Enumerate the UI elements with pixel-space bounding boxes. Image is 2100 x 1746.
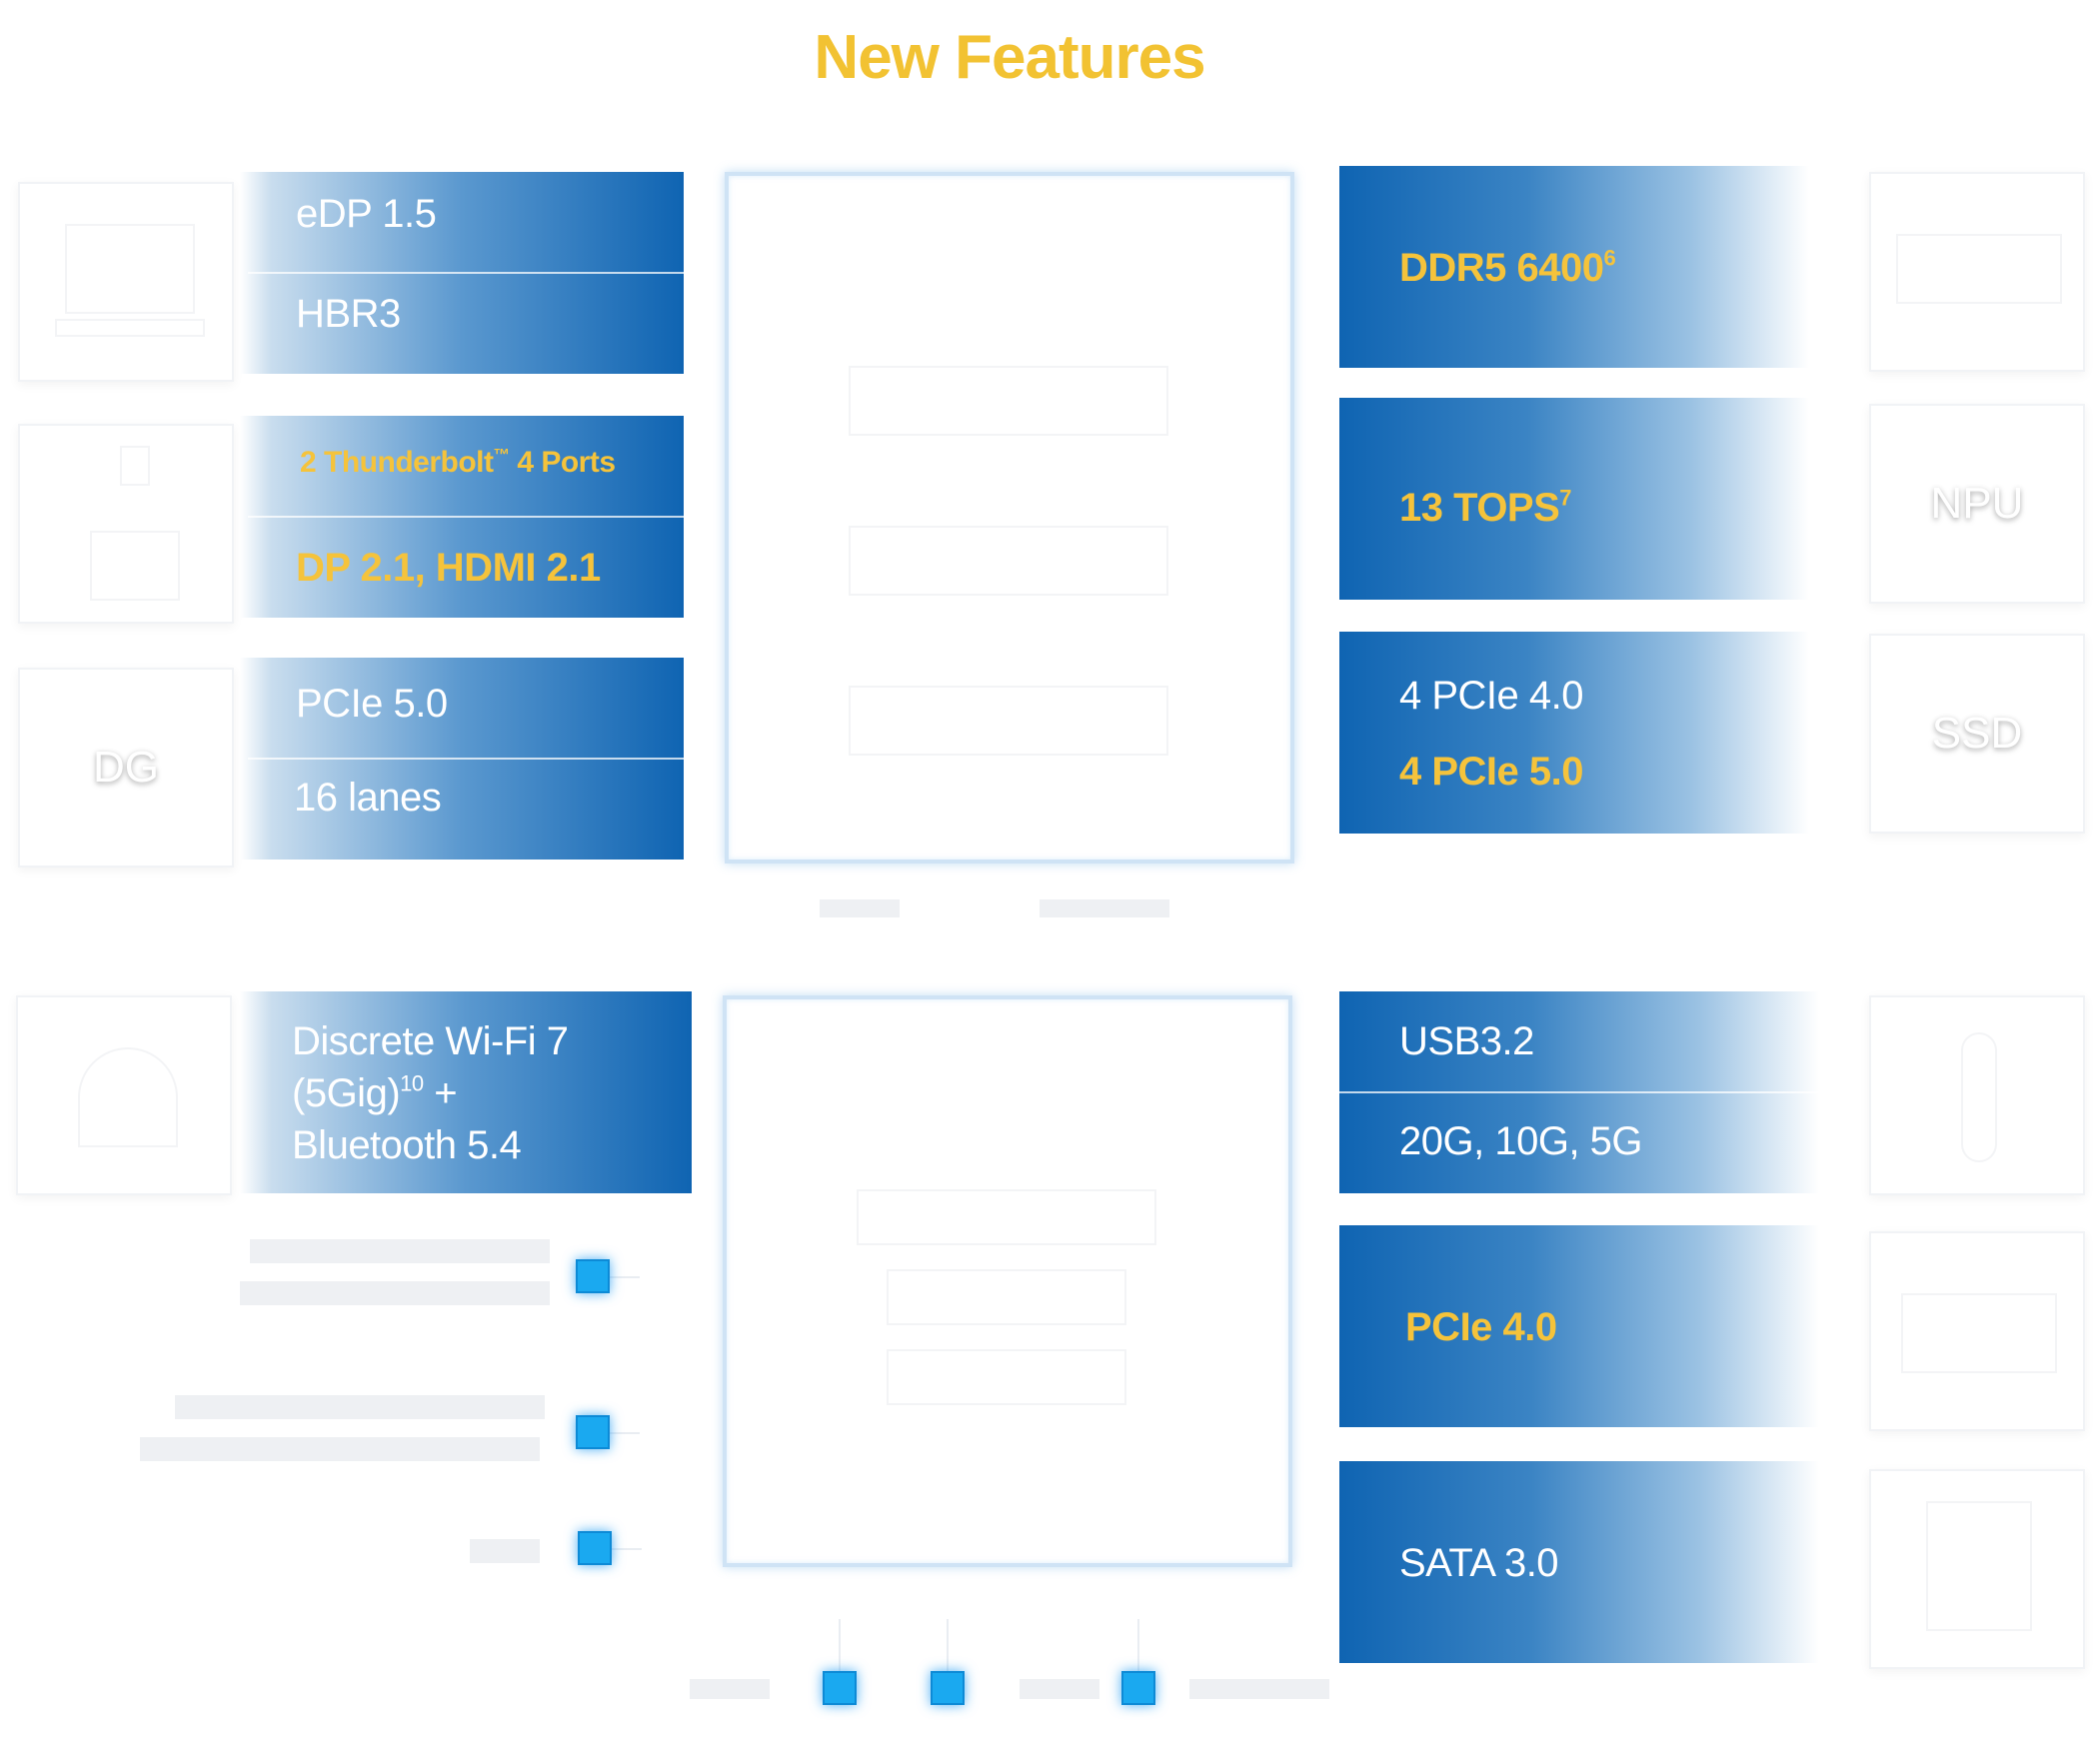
display-panel: eDP 1.5 HBR3 — [240, 172, 684, 374]
port-stub-bottom-1 — [839, 1619, 841, 1679]
chip-link-line — [820, 899, 900, 917]
chipset-chip — [723, 995, 1292, 1567]
port-caption-4 — [140, 1437, 540, 1461]
pcie-chipset-panel: PCIe 4.0 — [1339, 1225, 1819, 1427]
display-icon-box — [18, 182, 234, 382]
display-divider — [248, 272, 684, 274]
thunderbolt-divider — [248, 516, 684, 518]
usb-line1: USB3.2 — [1399, 1019, 1534, 1063]
port-bottom-1 — [823, 1671, 857, 1705]
chipset-watermark-1 — [857, 1189, 1156, 1245]
bottom-caption-1 — [690, 1679, 770, 1699]
core-cluster-3 — [849, 686, 1168, 756]
port-bottom-3 — [1121, 1671, 1155, 1705]
ssd-panel: 4 PCIe 4.0 4 PCIe 5.0 — [1339, 632, 1809, 834]
port-stub-left-1 — [610, 1276, 640, 1278]
port-caption-1 — [250, 1239, 550, 1263]
ssd-line1: 4 PCIe 4.0 — [1399, 674, 1584, 718]
thunderbolt-line1: 2 Thunderbolt™ 4 Ports — [300, 446, 616, 480]
display-line2: HBR3 — [296, 292, 401, 336]
memory-footnote: 6 — [1603, 245, 1616, 271]
wireless-panel: Discrete Wi-Fi 7 (5Gig)10 + Bluetooth 5.… — [240, 991, 692, 1193]
ssd-icon-box: SSD — [1869, 634, 2085, 834]
port-stub-left-3 — [612, 1548, 642, 1550]
memory-icon-box — [1869, 172, 2085, 372]
sata-text: SATA 3.0 — [1399, 1541, 1559, 1585]
wifi-icon — [78, 1047, 178, 1147]
dg-box-label: DG — [93, 743, 159, 792]
npu-icon-box: NPU — [1869, 404, 2085, 604]
npu-footnote: 7 — [1559, 485, 1572, 511]
wireless-line2-suffix: + — [423, 1071, 458, 1115]
wireless-line3: Bluetooth 5.4 — [292, 1123, 522, 1167]
pcie-card-icon — [1901, 1293, 2057, 1373]
bottom-caption-2 — [1020, 1679, 1099, 1699]
port-bottom-2 — [931, 1671, 965, 1705]
drive-icon — [1926, 1501, 2032, 1631]
port-caption-2 — [240, 1281, 550, 1305]
trademark-mark: ™ — [493, 446, 510, 465]
laptop-display-icon — [65, 224, 195, 314]
thunderbolt-line1-suffix: 4 Ports — [509, 446, 616, 479]
memory-icon — [1896, 234, 2062, 304]
wireless-line2-prefix: (5Gig) — [292, 1071, 401, 1115]
chip-link-line-2 — [1040, 899, 1169, 917]
page-title: New Features — [814, 23, 1205, 92]
usb-divider — [1339, 1091, 1819, 1093]
thunderbolt-line2: DP 2.1, HDMI 2.1 — [296, 546, 601, 590]
dg-line2: 16 lanes — [294, 776, 442, 820]
usb-icon-box — [1869, 995, 2085, 1195]
chipset-watermark-2 — [887, 1269, 1126, 1325]
npu-text: 13 TOPS7 — [1399, 485, 1572, 531]
wifi-icon-box — [16, 995, 232, 1195]
discrete-graphics-panel: PCIe 5.0 16 lanes — [240, 658, 684, 860]
memory-panel: DDR5 64006 — [1339, 166, 1809, 368]
port-left-1 — [576, 1259, 610, 1293]
usb-line2: 20G, 10G, 5G — [1399, 1119, 1643, 1163]
wireless-line1: Discrete Wi-Fi 7 — [292, 1019, 569, 1063]
usb-icon — [1961, 1032, 1997, 1162]
ssd-box-label: SSD — [1931, 709, 2023, 758]
thunderbolt-panel: 2 Thunderbolt™ 4 Ports DP 2.1, HDMI 2.1 — [240, 416, 684, 618]
memory-text: DDR5 64006 — [1399, 245, 1616, 291]
npu-value: 13 TOPS — [1399, 486, 1560, 530]
dg-line1: PCIe 5.0 — [296, 682, 448, 726]
port-left-3 — [578, 1531, 612, 1565]
memory-value: DDR5 6400 — [1399, 246, 1604, 290]
thunderbolt-logo-icon — [120, 446, 150, 486]
wireless-footnote: 10 — [400, 1070, 424, 1096]
thunderbolt-icon — [90, 531, 180, 601]
port-stub-left-2 — [610, 1432, 640, 1434]
dg-divider — [248, 758, 684, 760]
ssd-line2: 4 PCIe 5.0 — [1399, 750, 1584, 794]
display-line1: eDP 1.5 — [296, 192, 437, 236]
thunderbolt-icon-box — [18, 424, 234, 624]
core-cluster-2 — [849, 526, 1168, 596]
pcie-icon-box — [1869, 1231, 2085, 1431]
npu-panel: 13 TOPS7 — [1339, 398, 1809, 600]
thunderbolt-line1-prefix: 2 Thunderbolt — [300, 446, 494, 479]
laptop-base-icon — [55, 319, 205, 337]
port-left-2 — [576, 1415, 610, 1449]
npu-box-label: NPU — [1930, 479, 2024, 528]
core-cluster-1 — [849, 366, 1168, 436]
port-stub-bottom-2 — [947, 1619, 949, 1679]
pcie-chipset-text: PCIe 4.0 — [1405, 1305, 1557, 1349]
sata-panel: SATA 3.0 — [1339, 1461, 1819, 1663]
sata-icon-box — [1869, 1469, 2085, 1669]
processor-chip — [725, 172, 1294, 864]
dg-icon-box: DG — [18, 668, 234, 868]
wireless-line2: (5Gig)10 + — [292, 1070, 458, 1116]
usb-panel: USB3.2 20G, 10G, 5G — [1339, 991, 1819, 1193]
bottom-caption-3 — [1189, 1679, 1329, 1699]
chipset-watermark-3 — [887, 1349, 1126, 1405]
port-caption-5 — [470, 1539, 540, 1563]
port-caption-3 — [175, 1395, 545, 1419]
port-stub-bottom-3 — [1137, 1619, 1139, 1679]
